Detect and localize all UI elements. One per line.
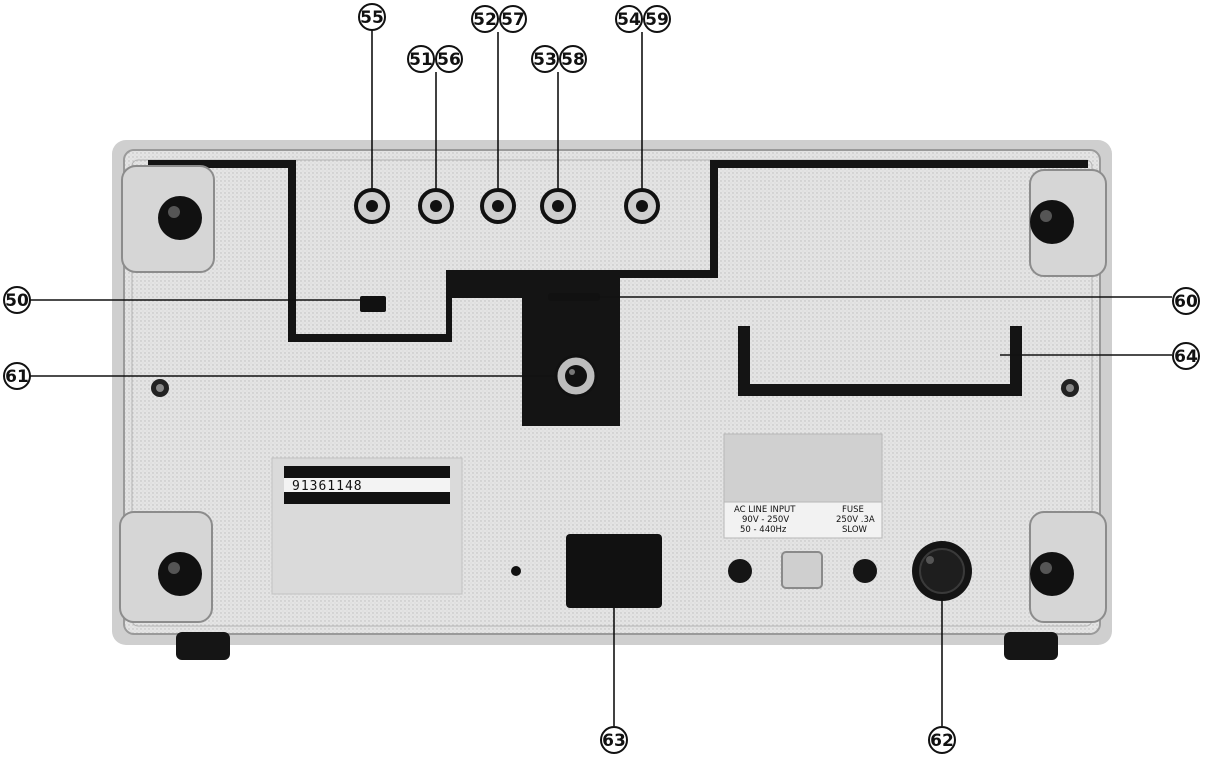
recess-left-step [296, 334, 304, 342]
bnc-connector-2 [418, 188, 454, 224]
screw-left [151, 379, 169, 397]
foot-right [1004, 632, 1058, 660]
foot-left [176, 632, 230, 660]
serial-label-bar-bottom [284, 492, 450, 504]
bracket-knob [158, 552, 202, 596]
fuse-holder [912, 541, 972, 601]
bracket-knob [1030, 552, 1074, 596]
power-info-plate: AC LINE INPUT FUSE 90V - 250V 250V .3A 5… [723, 433, 883, 539]
callout-57-label: 57 [501, 10, 525, 30]
callout-62-label: 62 [930, 731, 954, 751]
corner-bracket-top-left [121, 165, 215, 273]
callout-53-label: 53 [533, 50, 557, 70]
callout-50: 50 [3, 286, 31, 314]
callout-61-label: 61 [5, 367, 29, 387]
serial-label-strip [284, 478, 450, 492]
power-plate-text-area [723, 501, 883, 539]
corner-brackets [119, 165, 1107, 623]
callout-60-label: 60 [1174, 292, 1198, 312]
slot-opening [548, 293, 600, 301]
callout-64: 64 [1172, 342, 1200, 370]
corner-bracket-top-right [1029, 169, 1107, 277]
screw-right [1061, 379, 1079, 397]
callout-56-label: 56 [437, 50, 461, 70]
recess-outline [148, 160, 1088, 426]
ac-power-inlet [566, 534, 662, 608]
callout-61: 61 [3, 362, 31, 390]
round-button-right [853, 559, 877, 583]
callout-50-label: 50 [5, 291, 29, 311]
bnc-connector-3 [480, 188, 516, 224]
round-button-left [728, 559, 752, 583]
callout-63-label: 63 [602, 731, 626, 751]
callout-52-label: 52 [473, 10, 497, 30]
fuse-label: FUSE [842, 505, 864, 515]
callout-63: 63 [600, 726, 628, 754]
fuse-rating: 250V .3A [836, 515, 875, 525]
bracket-knob [158, 196, 202, 240]
callout-55-label: 55 [360, 8, 384, 28]
callout-57: 57 [499, 5, 527, 33]
bnc-connectors [354, 188, 660, 224]
voltage-selector-square [781, 551, 823, 589]
callout-54: 54 [615, 5, 643, 33]
serial-label-bar-top [284, 466, 450, 478]
corner-bracket-bottom-left [119, 511, 213, 623]
frequency-range: 50 - 440Hz [740, 525, 787, 535]
callout-51-label: 51 [409, 50, 433, 70]
fuse-type: SLOW [842, 525, 868, 535]
voltage-range: 90V - 250V [742, 515, 789, 525]
panel-inner-border [131, 159, 1093, 627]
card-bracket [738, 326, 1022, 396]
feet [176, 632, 1058, 660]
callout-59-label: 59 [645, 10, 669, 30]
callout-54-label: 54 [617, 10, 641, 30]
serial-label: 91361148 [271, 457, 463, 595]
callout-51: 51 [407, 45, 435, 73]
callout-52: 52 [471, 5, 499, 33]
callout-58: 58 [559, 45, 587, 73]
leader-lines [30, 30, 1172, 726]
round-connector [554, 354, 598, 398]
callout-59: 59 [643, 5, 671, 33]
callouts: 55 51 56 52 57 53 58 54 [3, 3, 1200, 754]
callout-58-label: 58 [561, 50, 585, 70]
bnc-connector-5 [624, 188, 660, 224]
callout-62: 62 [928, 726, 956, 754]
recess-bottom-step [522, 418, 620, 426]
callout-53: 53 [531, 45, 559, 73]
callout-55: 55 [358, 3, 386, 31]
serial-number: 91361148 [292, 479, 363, 494]
ac-line-input-label: AC LINE INPUT [734, 505, 796, 515]
power-plate-top [723, 433, 883, 503]
small-hole [511, 566, 521, 576]
callout-60: 60 [1172, 287, 1200, 315]
callout-64-label: 64 [1174, 347, 1198, 367]
bracket-knob [1030, 200, 1074, 244]
bnc-connector-4 [540, 188, 576, 224]
callout-56: 56 [435, 45, 463, 73]
corner-bracket-bottom-right [1029, 511, 1107, 623]
recess-outline-path [148, 160, 612, 426]
small-switch [360, 296, 386, 312]
bnc-connector-1 [354, 188, 390, 224]
